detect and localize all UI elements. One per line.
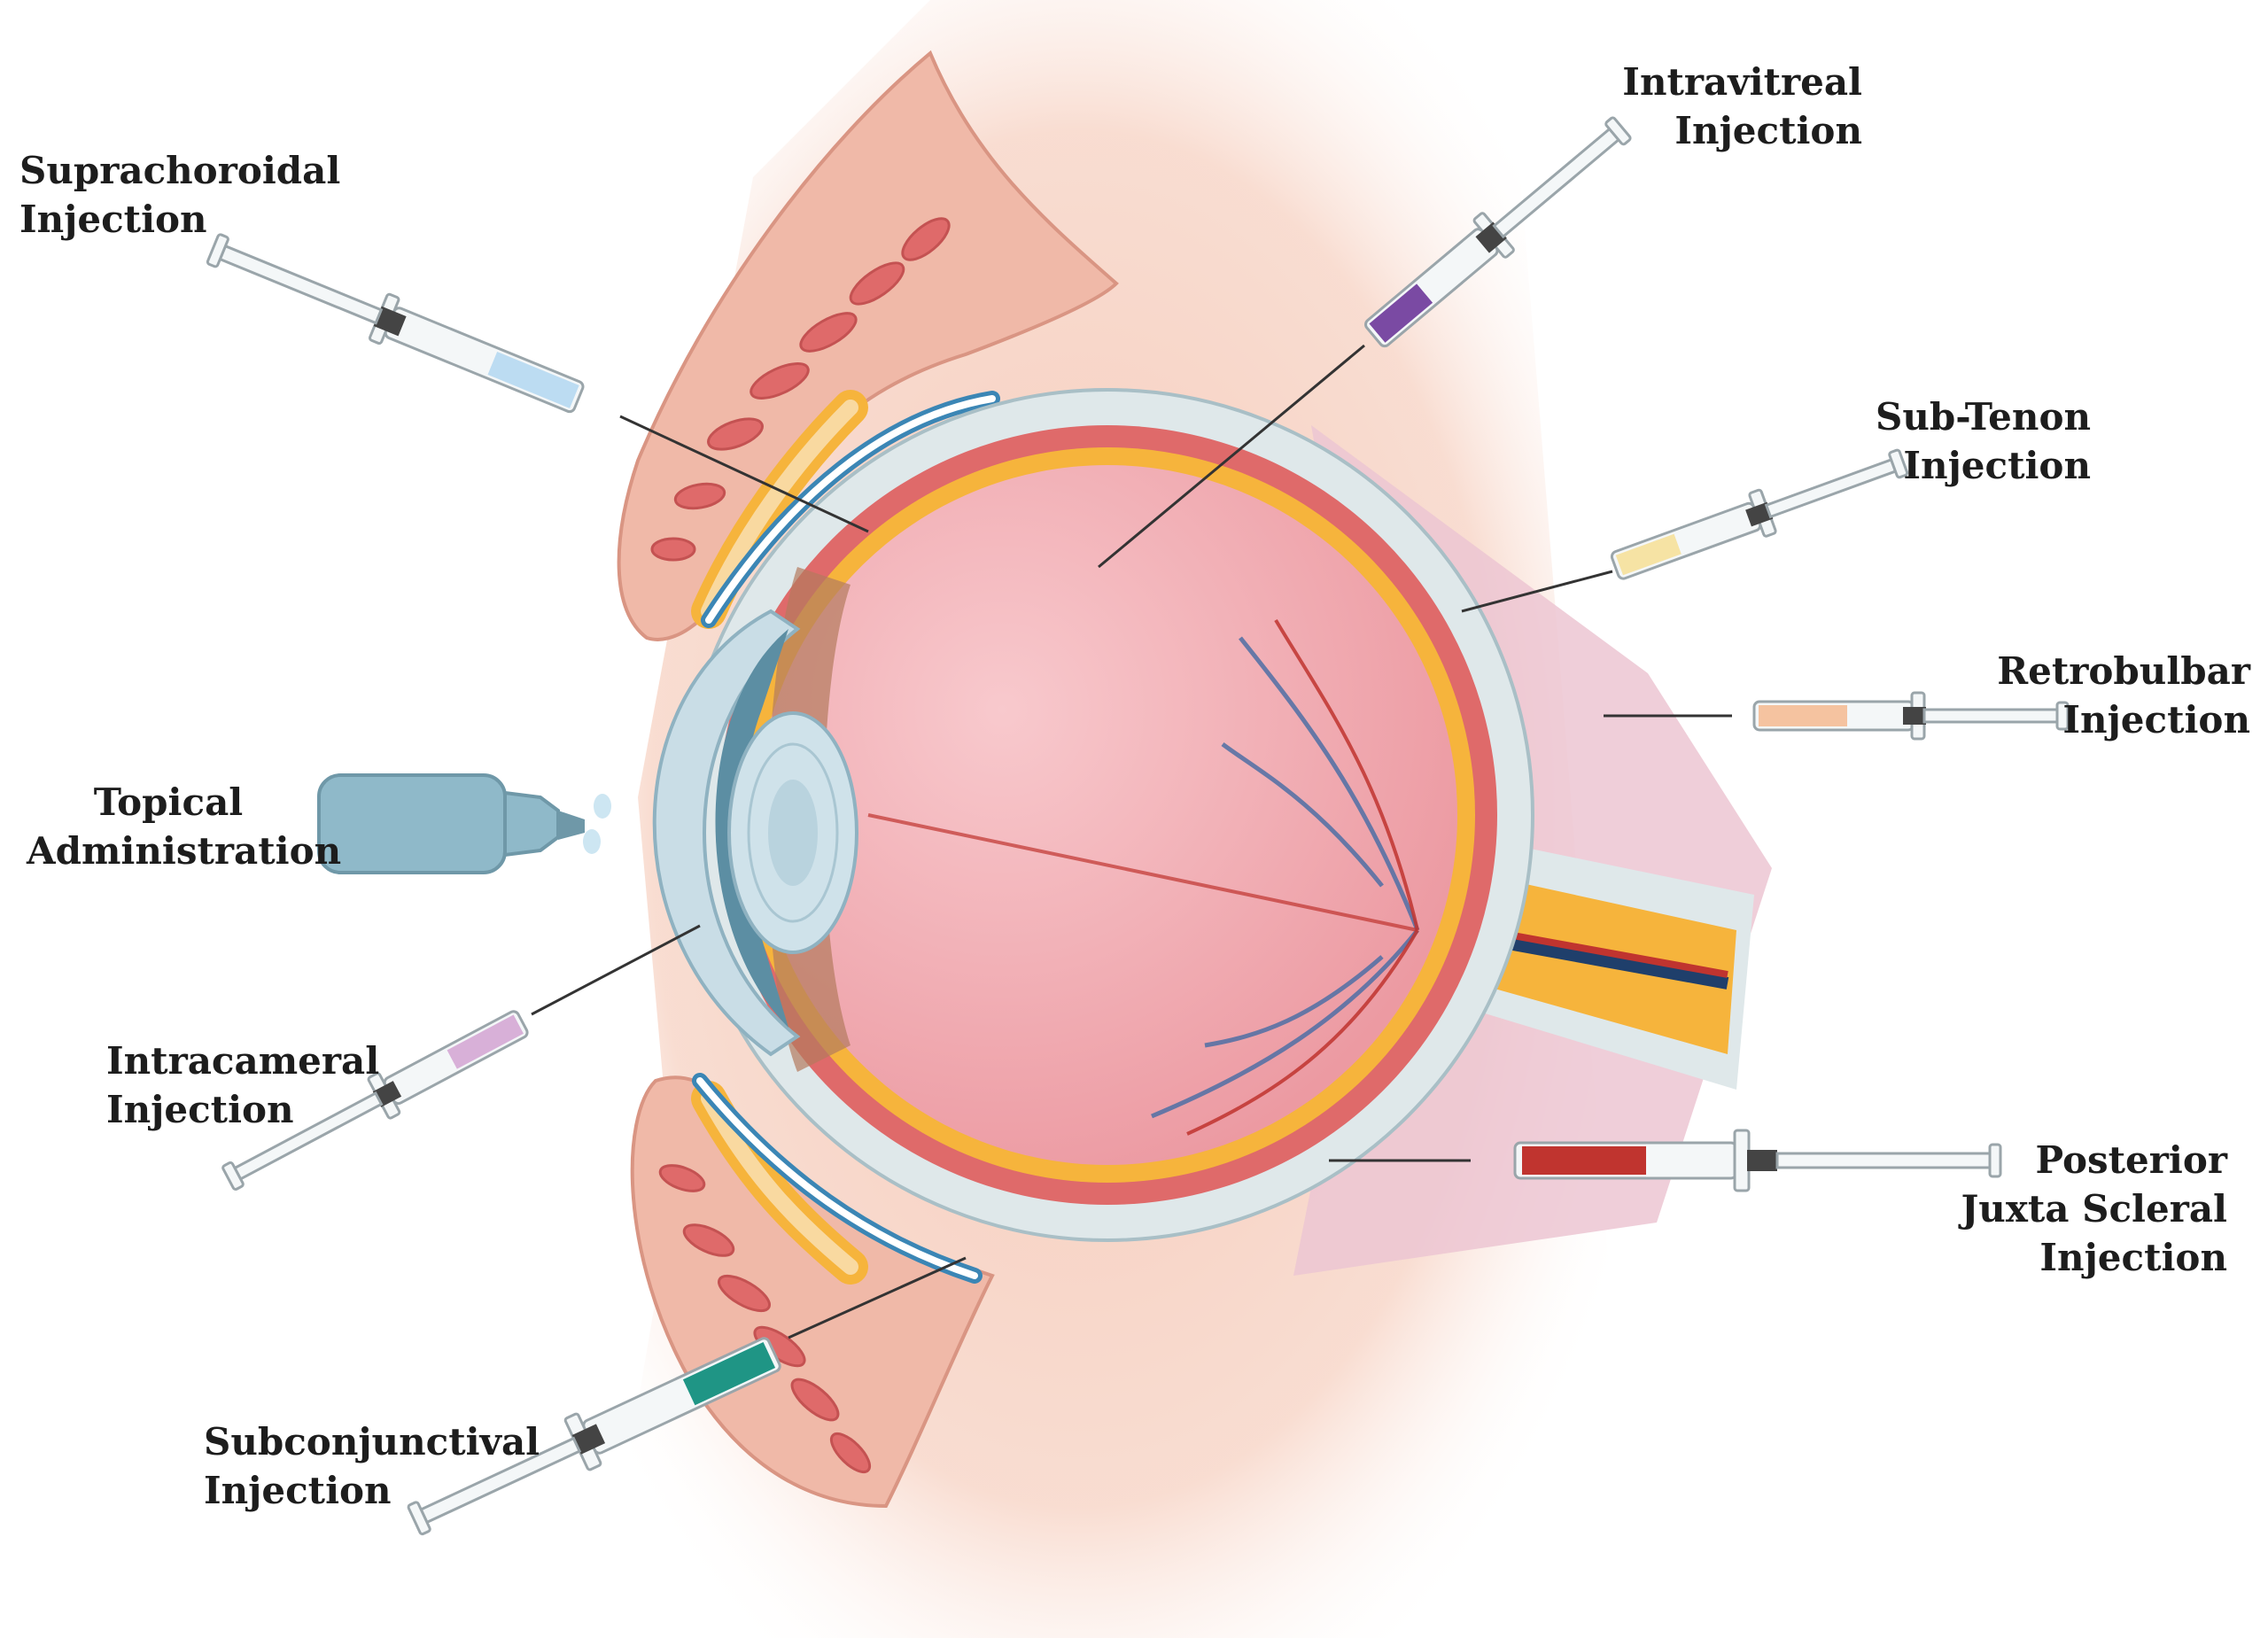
- label-subconjunctival-injection: Subconjunctival Injection: [204, 1417, 540, 1515]
- label-topical-administration: Topical Administration: [27, 778, 342, 875]
- label-line: Injection: [1903, 444, 2091, 487]
- label-line: Retrobulbar: [1997, 649, 2250, 693]
- label-line: Sub-Tenon: [1876, 395, 2091, 439]
- label-suprachoroidal-injection: Suprachoroidal Injection: [19, 146, 340, 244]
- label-line: Injection: [19, 198, 207, 241]
- eyeball: [680, 388, 1534, 1242]
- label-line: Injection: [106, 1088, 294, 1131]
- label-posterior-juxta-scleral-injection: Posterior Juxta Scleral Injection: [1961, 1136, 2227, 1282]
- label-line: Injection: [2062, 698, 2250, 741]
- label-line: Injection: [1674, 109, 1862, 152]
- label-line: Juxta Scleral: [1961, 1187, 2227, 1230]
- label-intravitreal-injection: Intravitreal Injection: [1622, 58, 1862, 155]
- eye-drop-bottle-icon: [317, 773, 611, 874]
- lower-eyelid: [630, 1073, 995, 1509]
- label-line: Intravitreal: [1622, 60, 1862, 104]
- label-sub-tenon-injection: Sub-Tenon Injection: [1876, 392, 2091, 490]
- lens: [727, 711, 858, 954]
- label-line: Injection: [204, 1469, 392, 1512]
- label-line: Suprachoroidal: [19, 149, 341, 192]
- label-line: Subconjunctival: [204, 1420, 540, 1463]
- label-retrobulbar-injection: Retrobulbar Injection: [1997, 647, 2250, 744]
- label-intracameral-injection: Intracameral Injection: [106, 1036, 379, 1134]
- label-line: Injection: [2039, 1236, 2227, 1279]
- vitreous-body: [757, 465, 1457, 1165]
- syringe-intravitreal: [1344, 116, 1632, 361]
- label-line: Posterior: [2035, 1138, 2227, 1182]
- upper-eyelid: [617, 50, 1119, 641]
- syringe-intracameral: [221, 1002, 555, 1191]
- label-line: Intracameral: [106, 1039, 380, 1083]
- leader-lines: [531, 344, 1732, 1339]
- syringe-sub-tenon: [1588, 448, 1909, 580]
- syringe-retrobulbar: [1719, 691, 2070, 741]
- syringe-suprachoroidal: [206, 233, 613, 415]
- label-line: Topical: [93, 780, 244, 824]
- syringe-posterior-juxta-scleral: [1471, 1129, 2002, 1192]
- cornea: [652, 609, 801, 1057]
- label-line: Administration: [27, 829, 342, 873]
- syringe-subconjunctival: [407, 1334, 808, 1536]
